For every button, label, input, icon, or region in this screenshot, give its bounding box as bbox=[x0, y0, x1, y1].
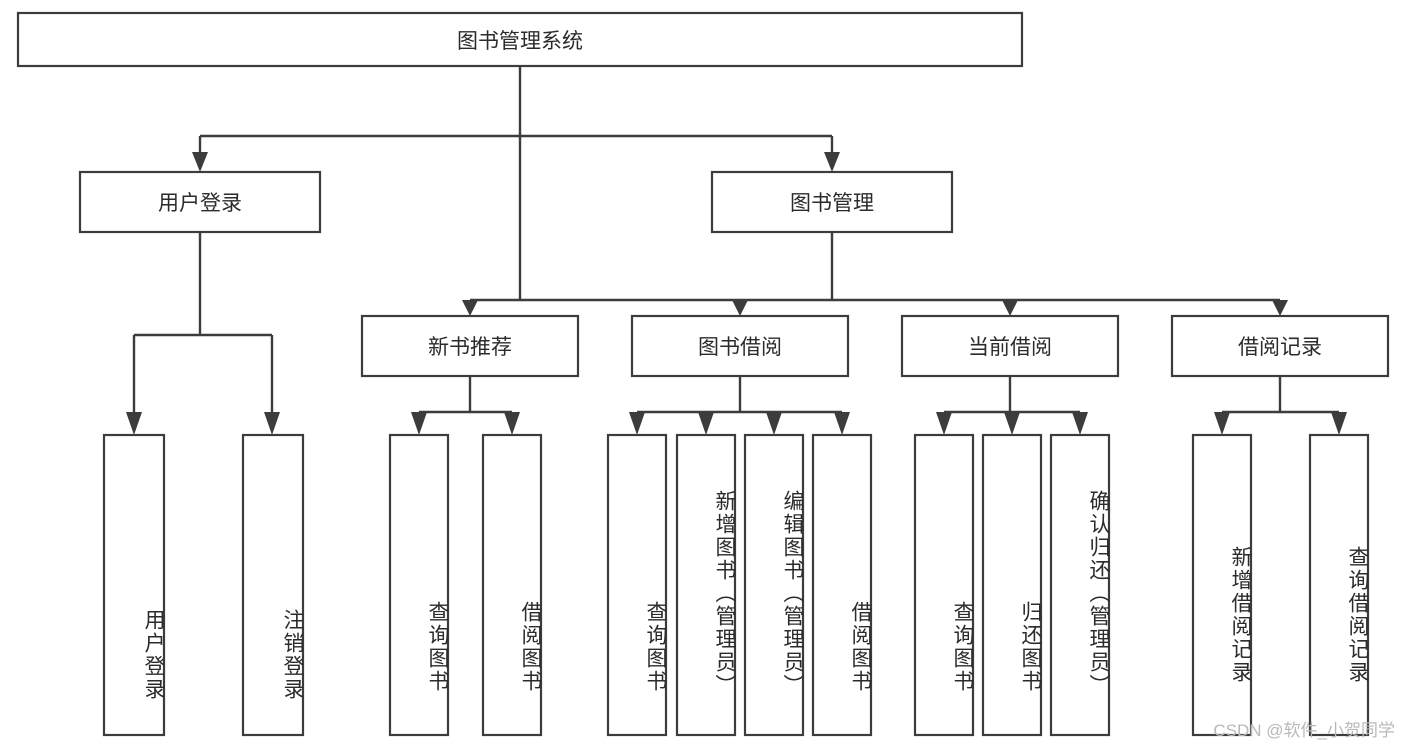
node-box-leaf-logout[interactable] bbox=[241, 433, 305, 737]
node-box-current-borrow[interactable] bbox=[900, 314, 1120, 378]
node-box-leaf-borrow-book-1[interactable] bbox=[481, 433, 543, 737]
arrow-head-leaf-user-login bbox=[126, 412, 142, 435]
node-box-leaf-return-book[interactable] bbox=[981, 433, 1043, 737]
connector-group-borrow-record-to-leaves bbox=[1214, 376, 1347, 435]
arrow-head-leaf-query-record bbox=[1331, 412, 1347, 435]
node-box-leaf-query-book-1[interactable] bbox=[388, 433, 450, 737]
node-box-leaf-user-login[interactable] bbox=[102, 433, 166, 737]
arrow-head-leaf-return-book bbox=[1004, 412, 1020, 435]
connector-group-new-book-rec-to-leaves bbox=[411, 376, 520, 435]
arrow-head-leaf-add-book bbox=[698, 412, 714, 435]
arrow-head-user-login bbox=[192, 152, 208, 172]
node-box-leaf-confirm-return[interactable] bbox=[1049, 433, 1111, 737]
arrow-head-leaf-logout bbox=[264, 412, 280, 435]
connector-group-book-borrow-to-leaves bbox=[629, 376, 850, 435]
arrow-head-leaf-edit-book bbox=[766, 412, 782, 435]
arrow-head-leaf-confirm-return bbox=[1072, 412, 1088, 435]
connector-group-current-borrow-to-leaves bbox=[936, 376, 1088, 435]
connector-group-user-login-to-leaves bbox=[126, 232, 280, 435]
arrow-head-leaf-borrow-book-1 bbox=[504, 412, 520, 435]
node-box-leaf-query-book-2[interactable] bbox=[606, 433, 668, 737]
node-box-leaf-query-record[interactable] bbox=[1308, 433, 1370, 737]
node-box-leaf-query-book-3[interactable] bbox=[913, 433, 975, 737]
arrow-head-leaf-query-book-1 bbox=[411, 412, 427, 435]
connector-group-book-mgmt-to-level3 bbox=[462, 232, 1288, 316]
node-box-root[interactable] bbox=[16, 11, 1024, 68]
arrow-head-book-borrow bbox=[732, 300, 748, 316]
arrow-head-leaf-add-record bbox=[1214, 412, 1230, 435]
node-box-leaf-add-record[interactable] bbox=[1191, 433, 1253, 737]
node-box-user-login[interactable] bbox=[78, 170, 322, 234]
node-box-book-management[interactable] bbox=[710, 170, 954, 234]
arrow-head-book-mgmt bbox=[824, 152, 840, 172]
node-box-new-book-recommend[interactable] bbox=[360, 314, 580, 378]
arrow-head-new-book-rec bbox=[462, 300, 478, 316]
node-box-book-borrow[interactable] bbox=[630, 314, 850, 378]
node-box-borrow-record[interactable] bbox=[1170, 314, 1390, 378]
arrow-head-leaf-query-book-2 bbox=[629, 412, 645, 435]
arrow-head-current-borrow bbox=[1002, 300, 1018, 316]
node-box-leaf-edit-book[interactable] bbox=[743, 433, 805, 737]
arrow-head-leaf-query-book-3 bbox=[936, 412, 952, 435]
connector-group-root-to-level2 bbox=[192, 66, 840, 300]
arrow-head-borrow-record bbox=[1272, 300, 1288, 316]
node-box-leaf-add-book[interactable] bbox=[675, 433, 737, 737]
node-box-leaf-borrow-book-2[interactable] bbox=[811, 433, 873, 737]
arrow-head-leaf-borrow-book-2 bbox=[834, 412, 850, 435]
